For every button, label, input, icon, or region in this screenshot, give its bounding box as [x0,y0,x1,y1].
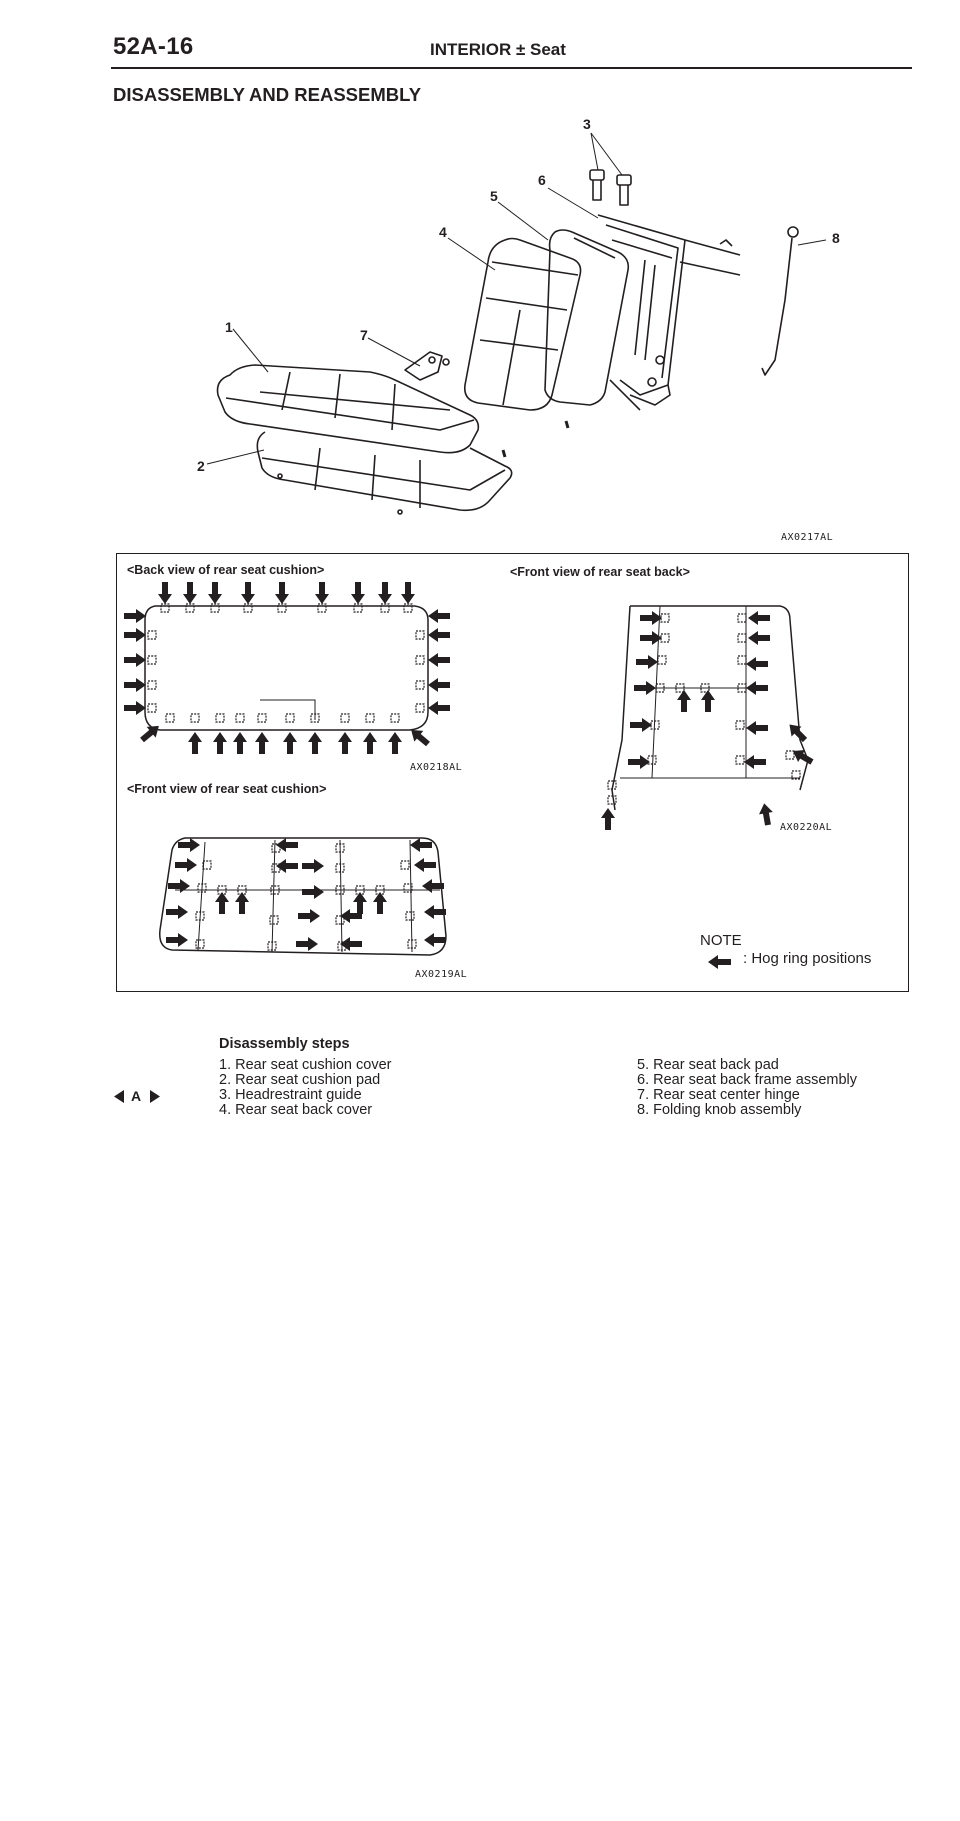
step-3: 3. Headrestraint guide [219,1087,362,1103]
front-view-cushion-drawing [159,837,447,956]
callout-1: 1 [225,319,233,335]
service-mark-label: A [131,1088,142,1104]
step-4: 4. Rear seat back cover [219,1102,373,1118]
callout-2: 2 [197,458,205,474]
callout-5: 5 [490,188,498,204]
front-view-back-drawing [601,605,816,830]
callout-4: 4 [439,224,447,240]
service-mark-icon [114,1090,160,1103]
callout-6: 6 [538,172,546,188]
center-hinge-drawing [404,351,450,381]
step-7: 7. Rear seat center hinge [637,1087,800,1103]
front-view-cushion-label: <Front view of rear seat cushion> [127,782,327,796]
folding-knob-drawing [719,226,799,376]
note-title: NOTE [700,932,742,949]
seat-cushion-cover-drawing [216,364,480,454]
seat-back-cover-drawing [463,237,582,411]
header-rule [111,67,912,69]
headrest-guide-drawing [589,169,632,206]
page-header-title: INTERIOR ± Seat [430,40,566,59]
callout-3: 3 [583,116,591,132]
front-view-cushion-code: AX0219AL [415,969,468,980]
service-mark-a: A [114,1088,160,1105]
step-5: 5. Rear seat back pad [637,1057,779,1073]
back-view-cushion-code: AX0218AL [410,762,463,773]
callout-7: 7 [360,327,368,343]
hog-ring-arrow-icon [708,955,731,969]
back-view-cushion-label: <Back view of rear seat cushion> [127,563,325,577]
main-figure-code: AX0217AL [781,532,834,543]
seat-back-frame-drawing [597,214,741,411]
front-view-back-label: <Front view of rear seat back> [510,565,690,579]
exploded-view-illustration [206,132,827,515]
step-1: 1. Rear seat cushion cover [219,1057,392,1073]
note-text: : Hog ring positions [743,950,872,967]
back-view-cushion-drawing [124,582,450,754]
seat-back-pad-drawing [544,229,630,406]
detail-figure-box [116,553,909,992]
step-8: 8. Folding knob assembly [637,1102,802,1118]
disassembly-steps-title: Disassembly steps [219,1036,350,1052]
step-2: 2. Rear seat cushion pad [219,1072,381,1088]
page-number: 52A-16 [113,33,194,60]
step-6: 6. Rear seat back frame assembly [637,1072,858,1088]
front-view-back-code: AX0220AL [780,822,833,833]
section-title: DISASSEMBLY AND REASSEMBLY [113,84,422,105]
seat-cushion-pad-drawing [256,431,513,515]
callout-8: 8 [832,230,840,246]
